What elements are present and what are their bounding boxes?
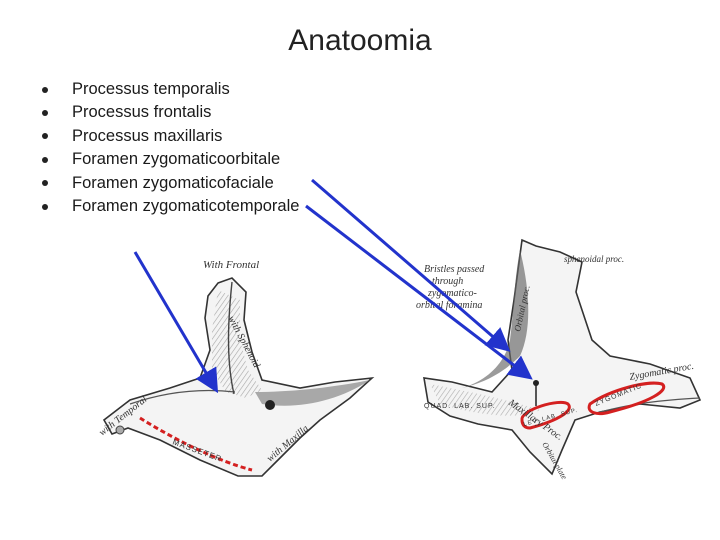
bullet-icon xyxy=(42,86,48,93)
label-bristles-3: zygomatico- xyxy=(427,288,477,299)
right-zygomatic-bone xyxy=(423,238,702,476)
arrow-to-zygomaticoorbital-foramen xyxy=(311,178,511,352)
label-with-frontal: With Frontal xyxy=(203,259,259,271)
bullet-item: Processus maxillaris xyxy=(40,125,299,148)
foramen-icon xyxy=(265,400,275,410)
label-bristles-4: orbital foramina xyxy=(416,300,482,311)
slide-title: Anatoomia xyxy=(288,24,432,57)
arrow-to-zygomaticofacial-foramen xyxy=(305,204,533,380)
bullet-item: Processus frontalis xyxy=(40,101,299,124)
arrow-to-temporal-process xyxy=(133,251,219,394)
label-bristles-2: through xyxy=(432,276,463,287)
left-zygomatic-bone xyxy=(102,277,375,477)
bullet-item: Foramen zygomaticoorbitale xyxy=(40,148,299,171)
bullet-icon xyxy=(42,203,48,210)
bullet-icon xyxy=(42,110,48,117)
pointer-arrows xyxy=(133,178,533,394)
bullet-item: Processus temporalis xyxy=(40,78,299,101)
label-quad-lab: QUAD. LAB. SUP. xyxy=(424,403,496,410)
label-bristles-1: Bristles passed xyxy=(424,264,485,275)
bullet-item: Foramen zygomaticotemporale xyxy=(40,195,299,218)
bullet-item: Foramen zygomaticofaciale xyxy=(40,172,299,195)
bristle-icon xyxy=(533,380,539,386)
bullet-icon xyxy=(42,180,48,187)
label-sphenoidal-proc: sphenoidal proc. xyxy=(564,254,624,264)
bullet-icon xyxy=(42,156,48,163)
bullet-icon xyxy=(42,133,48,140)
bullet-list: Processus temporalis Processus frontalis… xyxy=(40,78,299,218)
